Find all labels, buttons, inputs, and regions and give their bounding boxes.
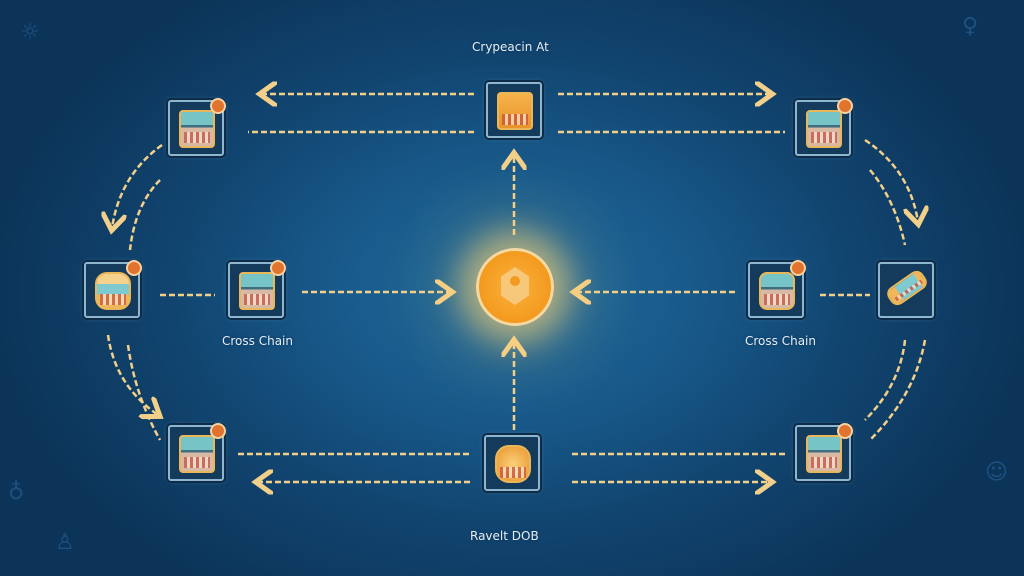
database-stack-icon [95,272,131,310]
wallet-device-icon [806,110,842,148]
label-left-mid: Cross Chain [222,334,293,348]
badge-icon [837,98,853,114]
background-doodle-icon: ☼ [20,20,40,45]
label-top: Crypeacin At [472,40,549,54]
cross-chain-device-icon [239,272,275,310]
node-top-right[interactable] [795,98,853,156]
wallet-device-icon [179,110,215,148]
badge-icon [790,260,806,276]
node-mid-far-right[interactable] [878,262,934,318]
node-bottom-center[interactable] [484,435,540,491]
badge-icon [270,260,286,276]
crypto-chip-icon [497,92,533,130]
cross-chain-jar-icon [759,272,795,310]
capsule-scroll-icon [884,267,930,309]
central-hub-coin[interactable] [476,248,554,326]
node-mid-right[interactable] [748,260,806,318]
node-top-left[interactable] [168,98,226,156]
node-bottom-left[interactable] [168,423,226,481]
background-doodle-icon: ☺ [985,460,1008,485]
wallet-device-icon [179,435,215,473]
background-doodle-icon: ♙ [55,530,75,555]
node-top-center[interactable] [486,82,542,138]
node-mid-far-left[interactable] [84,260,142,318]
node-mid-left[interactable] [228,260,286,318]
node-bottom-right[interactable] [795,423,853,481]
armor-vault-icon [495,445,531,483]
label-right-mid: Cross Chain [745,334,816,348]
badge-icon [210,423,226,439]
wallet-device-icon [806,435,842,473]
label-bottom: Ravelt DOB [470,529,539,543]
background-doodle-icon: ♁ [8,480,25,505]
coin-gem-icon [501,267,529,305]
background-doodle-icon: ♀ [962,14,979,39]
badge-icon [210,98,226,114]
badge-icon [837,423,853,439]
badge-icon [126,260,142,276]
